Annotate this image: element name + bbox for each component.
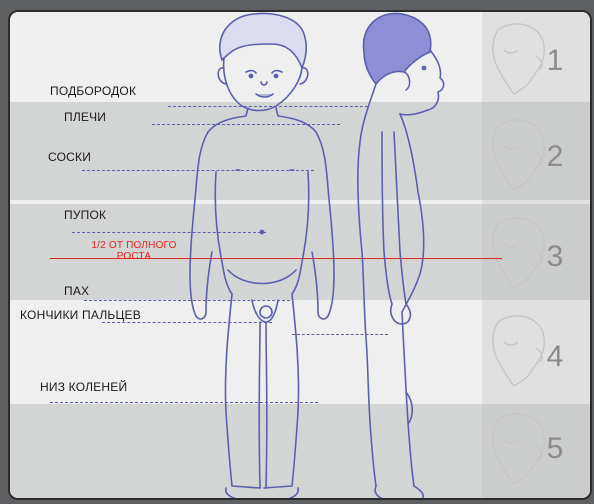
side-view-figure	[358, 13, 444, 498]
proportion-panel: 1 2 3 4 5 ПОДБОРОДОК ПЛЕЧИ СОСКИ ПУПОК 1…	[8, 10, 592, 500]
child-figures	[10, 12, 590, 498]
front-view-figure	[190, 14, 334, 498]
